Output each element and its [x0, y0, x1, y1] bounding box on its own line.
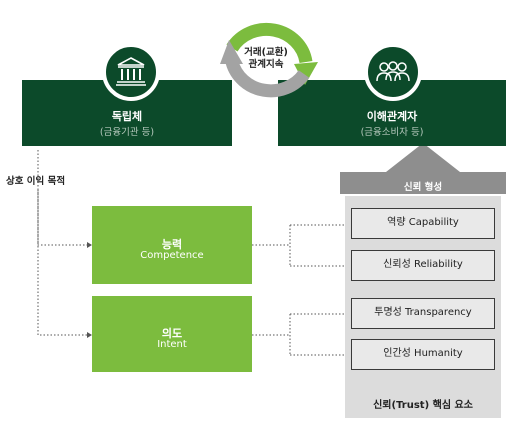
- exchange-label: 거래(교환) 관계지속: [232, 47, 300, 71]
- competence-title: 능력: [161, 238, 183, 251]
- competence-connector: [252, 224, 349, 267]
- entity-title: 독립체: [111, 110, 143, 123]
- trust-formation-label: 신뢰 형성: [403, 182, 443, 193]
- intent-subtitle: Intent: [157, 339, 187, 350]
- stakeholder-title: 이해관계자: [366, 110, 418, 123]
- trust-element-capability: 역량 Capability: [351, 208, 495, 239]
- bank-icon: [102, 43, 160, 101]
- entity-subtitle: (금융기관 등): [99, 127, 155, 138]
- trust-core-label: 신뢰(Trust) 핵심 요소: [373, 400, 473, 411]
- stakeholder-subtitle: (금융소비자 등): [360, 127, 424, 138]
- intent-title: 의도: [161, 327, 183, 340]
- arrowhead-competence: [87, 242, 92, 248]
- trust-element-transparency: 투명성 Transparency: [351, 298, 495, 329]
- exchange-label-line2: 관계지속: [248, 59, 284, 70]
- competence-box: 능력 Competence: [92, 206, 252, 284]
- people-icon: [364, 43, 422, 101]
- exchange-label-line1: 거래(교환): [244, 47, 288, 58]
- competence-subtitle: Competence: [140, 250, 204, 261]
- trust-formation-arrow: [340, 143, 506, 194]
- trust-element-reliability: 신뢰성 Reliability: [351, 250, 495, 281]
- mutual-benefit-connector: [37, 150, 90, 336]
- intent-connector: [252, 313, 349, 356]
- trust-element-humanity: 인간성 Humanity: [351, 339, 495, 370]
- stakeholder-panel: 이해관계자 (금융소비자 등): [278, 80, 506, 146]
- mutual-benefit-label: 상호 이익 목적: [6, 176, 66, 187]
- arrowhead-intent: [87, 332, 92, 338]
- intent-box: 의도 Intent: [92, 296, 252, 372]
